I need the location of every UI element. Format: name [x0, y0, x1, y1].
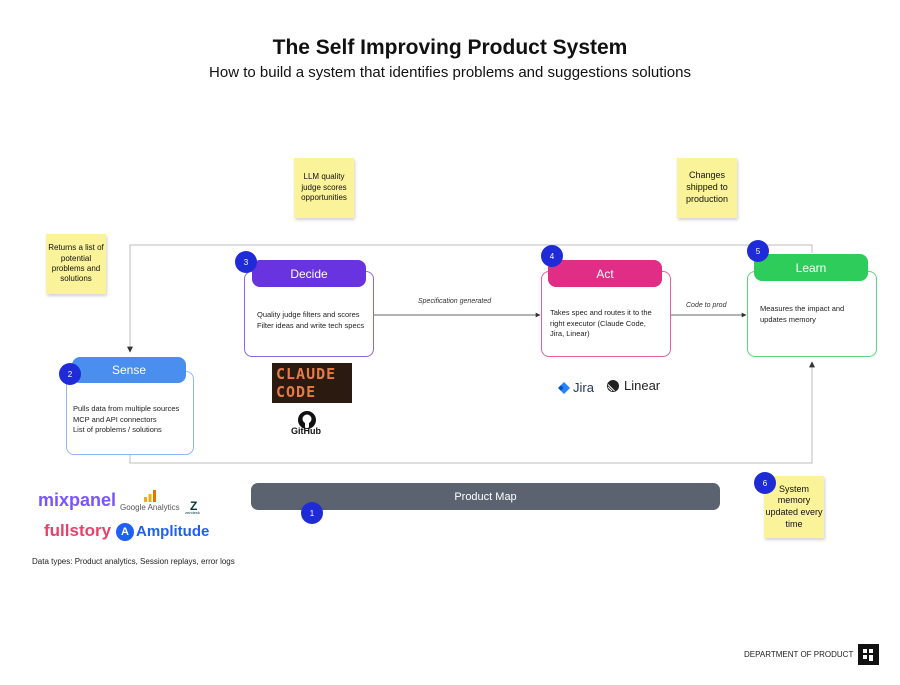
- sense-description: Pulls data from multiple sources MCP and…: [73, 404, 191, 436]
- sticky-llm-judge-text: LLM quality judge scores opportunities: [301, 172, 347, 203]
- jira-logo-text: Jira: [573, 380, 594, 395]
- act-description: Takes spec and routes it to the right ex…: [550, 308, 668, 340]
- jira-icon: [557, 381, 571, 400]
- sticky-memory-updated: System memory updated every time: [764, 476, 824, 538]
- product-map-step-number: 1: [309, 508, 315, 518]
- learn-label: Learn: [795, 260, 827, 275]
- linear-logo-text: Linear: [624, 378, 661, 393]
- product-map-bar[interactable]: Product Map: [251, 483, 720, 510]
- google-analytics-icon: [144, 489, 156, 507]
- learn-step-badge: 5: [747, 240, 769, 262]
- sticky-changes-text: Changes shipped to production: [685, 170, 729, 204]
- edge-label-prod: Code to prod: [686, 302, 727, 309]
- claude-code-logo: CLAUDE CODE: [272, 363, 352, 403]
- data-types-note: Data types: Product analytics, Session r…: [32, 557, 235, 566]
- learn-step-number: 5: [755, 246, 761, 256]
- department-logo-icon: [858, 644, 879, 665]
- edge-label-spec: Specification generated: [418, 298, 492, 305]
- learn-description: Measures the impact and updates memory: [760, 304, 874, 325]
- mixpanel-logo: mixpanel: [38, 490, 117, 510]
- memory-step-number: 6: [762, 478, 768, 488]
- zendesk-icon: Z: [190, 499, 198, 513]
- decide-step-number: 3: [243, 257, 249, 267]
- sense-node-box: Pulls data from multiple sources MCP and…: [66, 371, 194, 455]
- github-icon: [297, 410, 321, 434]
- act-label: Act: [596, 266, 614, 281]
- google-analytics-text: Google Analytics: [120, 503, 180, 512]
- sense-line: List of problems / solutions: [73, 425, 162, 434]
- decide-line: Filter ideas and write tech specs: [257, 320, 365, 330]
- sticky-llm-judge: LLM quality judge scores opportunities: [294, 158, 354, 218]
- linear-icon: [606, 379, 620, 398]
- github-logo-text: GitHub: [291, 426, 321, 436]
- decide-label: Decide: [290, 266, 328, 281]
- decide-step-badge: 3: [235, 251, 257, 273]
- product-map-step-badge: 1: [301, 502, 323, 524]
- act-step-badge: 4: [541, 245, 563, 267]
- act-line: right executor (Claude Code,: [550, 318, 646, 328]
- sense-line: MCP and API connectors: [73, 414, 157, 424]
- decide-description: Quality judge filters and scores Filter …: [257, 310, 371, 331]
- act-step-number: 4: [549, 251, 555, 261]
- footer-department: DEPARTMENT OF PRODUCT: [744, 650, 854, 659]
- learn-node-box: Measures the impact and updates memory: [747, 271, 877, 357]
- act-line: Takes spec and routes it to the: [550, 308, 652, 317]
- act-line: Jira, Linear): [550, 329, 590, 338]
- sticky-returns-text: Returns a list of potential problems and…: [48, 243, 104, 284]
- learn-line: Measures the impact and: [760, 304, 845, 313]
- sense-line: Pulls data from multiple sources: [73, 404, 180, 413]
- amplitude-icon: A: [116, 523, 134, 541]
- learn-line: updates memory: [760, 314, 816, 324]
- loop-line-bottom: [129, 361, 815, 464]
- claude-code-line: CLAUDE: [276, 365, 337, 383]
- diagram-subtitle: How to build a system that identifies pr…: [209, 64, 691, 81]
- diagram-title: The Self Improving Product System: [272, 36, 628, 59]
- sticky-changes-shipped: Changes shipped to production: [677, 158, 737, 218]
- act-header[interactable]: Act: [548, 260, 662, 287]
- memory-step-badge: 6: [754, 472, 776, 494]
- sense-step-number: 2: [67, 369, 73, 379]
- zendesk-logo-text: zendesk: [185, 510, 200, 515]
- claude-code-line: CODE: [276, 383, 317, 401]
- decide-header[interactable]: Decide: [252, 260, 366, 287]
- decide-line: Quality judge filters and scores: [257, 310, 360, 319]
- loop-line-top: [127, 244, 813, 353]
- sticky-memory-text: System memory updated every time: [765, 483, 823, 529]
- sticky-returns-list: Returns a list of potential problems and…: [46, 234, 106, 294]
- sense-step-badge: 2: [59, 363, 81, 385]
- fullstory-logo: fullstory: [44, 521, 112, 540]
- sense-label: Sense: [111, 363, 147, 377]
- learn-header[interactable]: Learn: [754, 254, 868, 281]
- sense-header[interactable]: Sense: [72, 357, 186, 383]
- product-map-label: Product Map: [454, 490, 517, 503]
- amplitude-logo-text: Amplitude: [136, 523, 210, 540]
